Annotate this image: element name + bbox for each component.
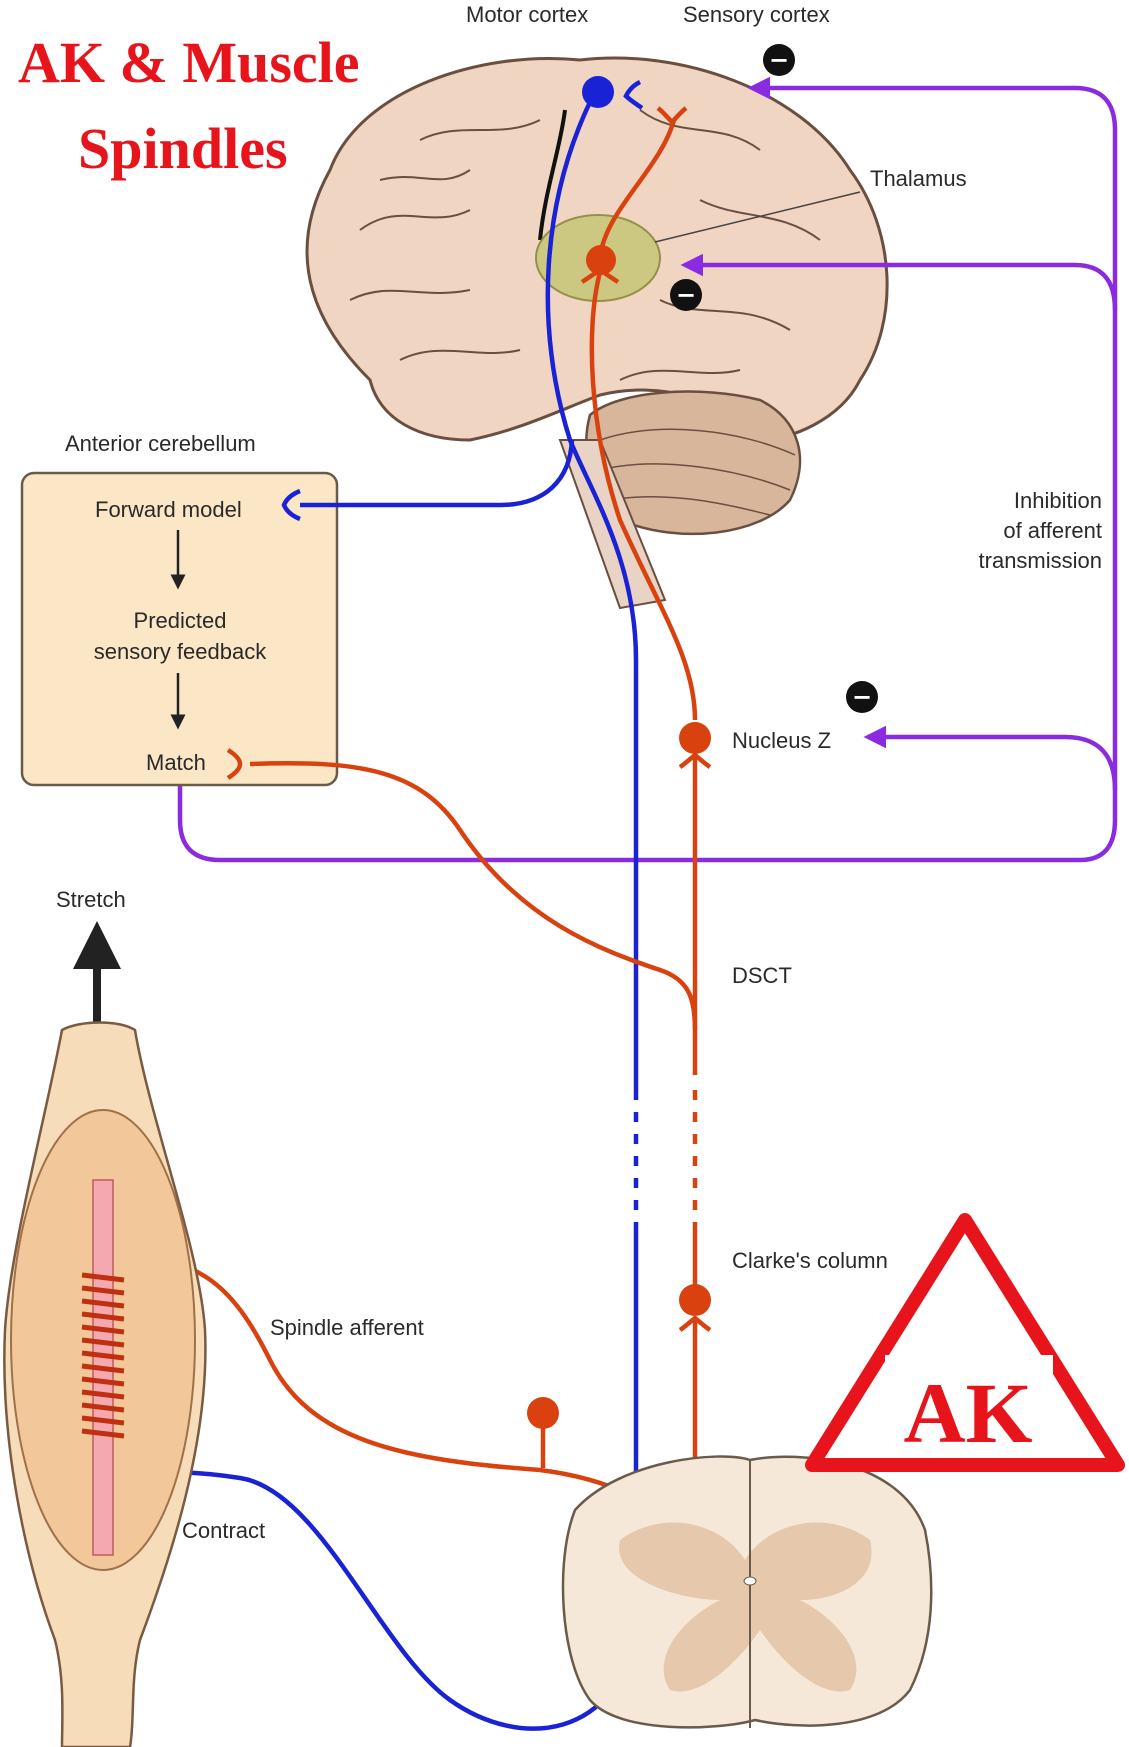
- spindle-coil: [81, 1272, 125, 1439]
- motor-cortex-neuron: [582, 76, 614, 108]
- nucleus-z-neuron: [679, 722, 711, 754]
- svg-text:−: −: [676, 281, 696, 309]
- svg-text:−: −: [852, 683, 872, 711]
- minus-icon: −: [846, 681, 878, 713]
- anterior-cerebellum-label: Anterior cerebellum: [65, 431, 256, 456]
- inhibition-label-line-3: transmission: [979, 548, 1102, 573]
- ak-logo-text: AK: [904, 1365, 1033, 1461]
- clarkes-column-neuron: [679, 1284, 711, 1316]
- thalamus-neuron: [586, 245, 616, 275]
- title-line-2: Spindles: [78, 116, 288, 181]
- title-line-1: AK & Muscle: [18, 30, 360, 95]
- nucleus-z-label: Nucleus Z: [732, 728, 831, 753]
- sensory-cortex-label: Sensory cortex: [683, 2, 830, 27]
- muscle: [3, 921, 207, 1747]
- spindle-afferent-label: Spindle afferent: [270, 1315, 424, 1340]
- stretch-label: Stretch: [56, 887, 126, 912]
- inhibition-label-line-2: of afferent: [1003, 518, 1102, 543]
- ak-logo: AK: [805, 1213, 1125, 1472]
- inhibition-label-line-1: Inhibition: [1014, 488, 1102, 513]
- spindle-collateral-neuron: [527, 1397, 559, 1429]
- inhibition-pathway: [177, 76, 1118, 863]
- predicted-label-line-2: sensory feedback: [94, 639, 267, 664]
- predicted-label-line-1: Predicted: [134, 608, 227, 633]
- motor-cortex-label: Motor cortex: [466, 2, 588, 27]
- forward-model-label: Forward model: [95, 497, 242, 522]
- cerebellum-box: [20, 471, 339, 787]
- match-label: Match: [146, 750, 206, 775]
- minus-icon: −: [763, 44, 795, 76]
- thalamus-label: Thalamus: [870, 166, 967, 191]
- spinal-cord: [561, 1455, 933, 1729]
- dsct-label: DSCT: [732, 963, 792, 988]
- brain: [305, 56, 889, 610]
- contract-label: Contract: [182, 1518, 265, 1543]
- svg-text:−: −: [769, 46, 789, 74]
- clarkes-column-label: Clarke's column: [732, 1248, 888, 1273]
- minus-icon: −: [670, 279, 702, 311]
